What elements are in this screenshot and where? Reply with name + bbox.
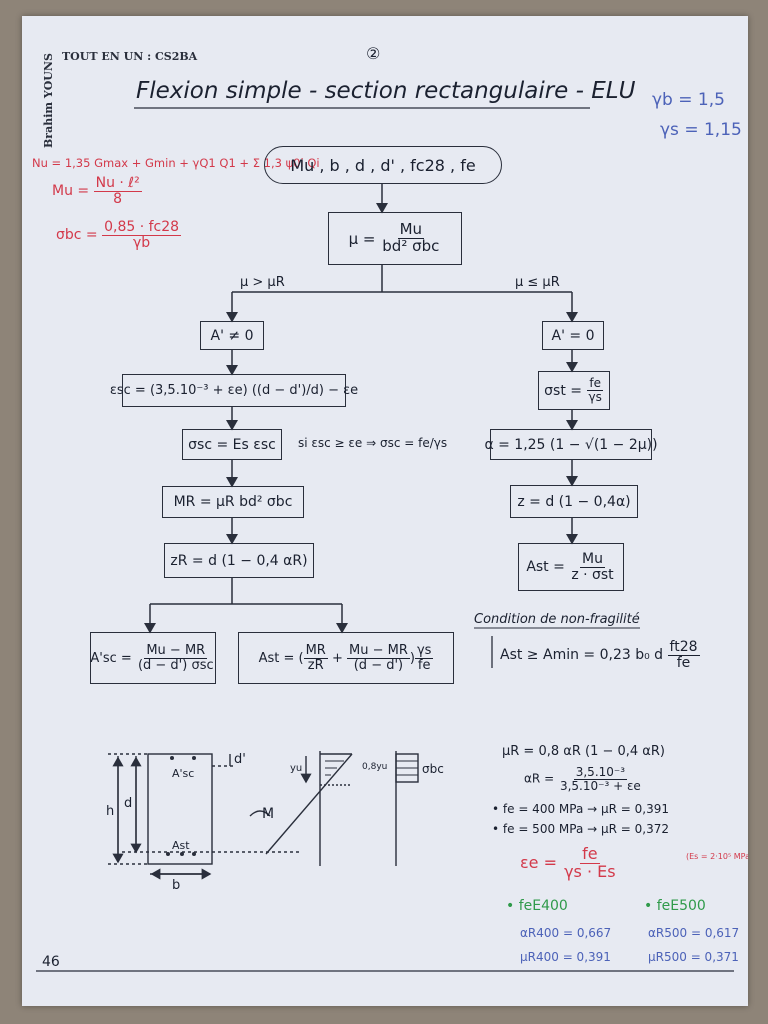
label-sbc: σbc xyxy=(422,762,444,776)
alpha-r-den: 3,5.10⁻³ + εe xyxy=(559,778,641,793)
eps-num: fe xyxy=(580,844,600,864)
gamma-b: γb = 1,5 xyxy=(652,90,725,110)
es-note: (Es = 2·10⁵ MPa) xyxy=(686,852,748,861)
right-condition: μ ≤ μR xyxy=(515,275,560,290)
mu-box-lhs: μ = xyxy=(348,229,376,248)
mu-box-den: bd² σbc xyxy=(382,237,440,255)
fe500-line: • fe = 500 MPa → μR = 0,372 xyxy=(492,822,669,836)
ast-right-lhs: Ast = xyxy=(526,559,565,575)
gamma-s: γs = 1,15 xyxy=(660,120,742,140)
ast-left-lhs: Ast = ( xyxy=(258,650,304,666)
left-condition: μ > μR xyxy=(240,275,285,290)
eps-den: γs · Es xyxy=(564,861,616,881)
ast-t3-den: fe xyxy=(417,657,431,673)
alpha-r-num: 3,5.10⁻³ xyxy=(573,765,628,780)
non-fragility-den: fe xyxy=(676,654,691,671)
nu-formula: Nu = 1,35 Gmax + Gmin + γQ1 Q1 + Σ 1,3 ψ… xyxy=(32,156,320,170)
esc-box: εsc = (3,5.10⁻³ + εe) ((d − d')/d) − εe xyxy=(110,374,358,407)
alpha-r500: αR500 = 0,617 xyxy=(648,926,740,940)
ssc-box: σsc = Es εsc xyxy=(182,429,282,460)
label-d: d xyxy=(124,796,133,811)
asc-num: Mu − MR xyxy=(144,642,208,659)
paper-sheet: TOUT EN UN : CS2BA Brahim YOUNS ② Flexio… xyxy=(22,16,748,1006)
ast-t3-num: γs xyxy=(414,642,434,659)
asc-box: A'sc = Mu − MR(d − d') σsc xyxy=(90,632,216,684)
fe400-line: • fe = 400 MPa → μR = 0,391 xyxy=(492,802,669,816)
ast-t1-num: MR xyxy=(303,642,328,659)
non-fragility-lhs: Ast ≥ Amin = 0,23 b₀ d xyxy=(500,647,664,664)
ast-plus: + xyxy=(331,650,343,666)
asc-den: (d − d') σsc xyxy=(137,657,214,673)
fe400-title: • feE400 xyxy=(506,898,568,914)
non-fragility-num: ft28 xyxy=(667,639,700,656)
page-mark: ② xyxy=(366,44,381,63)
label-ast: Ast xyxy=(172,839,190,852)
inputs-box: Mu , b , d , d' , fc28 , fe xyxy=(264,146,502,184)
alpha-r400: αR400 = 0,667 xyxy=(520,926,612,940)
mu-label: Mu = xyxy=(52,183,90,200)
mu-num: Nu · ℓ² xyxy=(93,175,142,192)
label-dprime: d' xyxy=(234,752,246,767)
mr-box: MR = μR bd² σbc xyxy=(162,486,304,518)
ast-rpar: ) xyxy=(409,650,415,666)
a-prime-zero-box: A' = 0 xyxy=(542,321,604,350)
alpha-box: α = 1,25 (1 − √(1 − 2μ)) xyxy=(484,429,658,460)
ast-t2-den: (d − d') xyxy=(353,657,404,673)
label-asc: A'sc xyxy=(172,767,195,780)
label-b: b xyxy=(172,878,181,893)
asc-lhs: A'sc = xyxy=(90,650,132,666)
z-box: z = d (1 − 0,4α) xyxy=(510,485,638,518)
non-fragility-title: Condition de non-fragilité xyxy=(474,612,640,627)
sbc-num: 0,85 · fc28 xyxy=(102,219,182,236)
label-h: h xyxy=(106,804,115,819)
label-yu: yu xyxy=(290,763,303,774)
label-moment: M xyxy=(262,806,275,822)
label-08yu: 0,8yu xyxy=(362,762,388,772)
ssc-condition-note: si εsc ≥ εe ⇒ σsc = fe/γs xyxy=(298,436,448,450)
mu-r500: μR500 = 0,371 xyxy=(648,950,739,964)
fe500-title: • feE500 xyxy=(644,898,706,914)
ast-right-num: Mu xyxy=(580,550,605,568)
zr-box: zR = d (1 − 0,4 αR) xyxy=(164,543,314,578)
author-name: Brahim YOUNS xyxy=(42,53,55,148)
eps-lhs: εe = xyxy=(520,852,557,872)
ast-t1-den: zR xyxy=(307,657,324,673)
alpha-r-lhs: αR = xyxy=(524,771,555,786)
mu-r-formula: μR = 0,8 αR (1 − 0,4 αR) xyxy=(502,744,665,759)
ast-right-den: z · σst xyxy=(571,566,614,583)
sbc-den: γb xyxy=(132,234,151,251)
mu-box-num: Mu xyxy=(397,220,425,239)
page-title: Flexion simple - section rectangulaire -… xyxy=(136,78,636,104)
mu-r400: μR400 = 0,391 xyxy=(520,950,611,964)
section-diagram xyxy=(108,751,419,880)
sst-den: γs xyxy=(588,390,602,404)
flowchart-connectors xyxy=(36,107,734,972)
mu-den: 8 xyxy=(113,190,123,207)
a-prime-nonzero-box: A' ≠ 0 xyxy=(200,321,264,350)
sst-num: fe xyxy=(587,376,603,391)
book-title: TOUT EN UN : CS2BA xyxy=(62,50,198,63)
page-number: 46 xyxy=(42,954,60,970)
sbc-label: σbc = xyxy=(56,227,98,244)
sst-lhs: σst = xyxy=(544,382,583,399)
ast-t2-num: Mu − MR xyxy=(347,642,410,659)
